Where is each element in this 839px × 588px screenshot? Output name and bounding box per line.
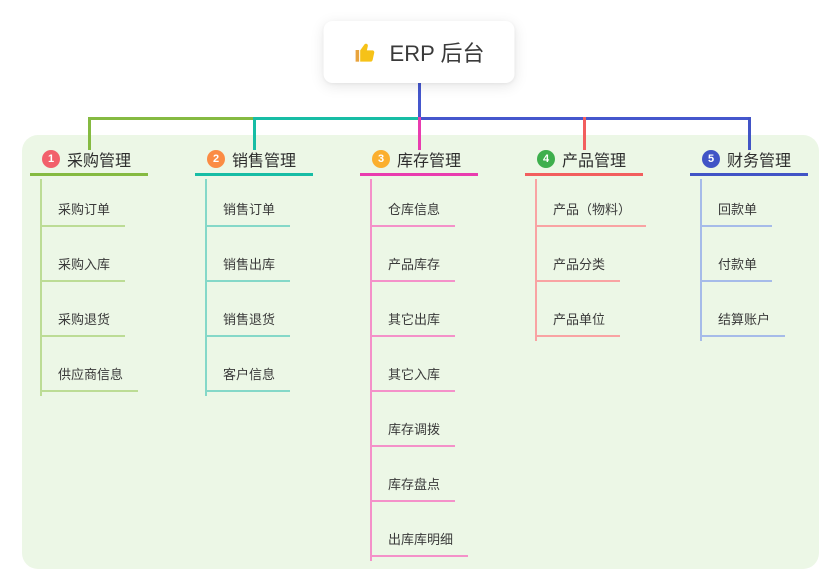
child-node[interactable]: 仓库信息: [370, 195, 456, 227]
branch-node-5[interactable]: 5 财务管理: [690, 145, 808, 176]
root-title: ERP 后台: [389, 41, 485, 66]
branch-number-badge: 5: [702, 150, 720, 168]
branch-label: 采购管理: [67, 153, 132, 170]
branch-spine-line: [535, 179, 537, 341]
branch-spine-line: [700, 179, 702, 341]
branch-spine-line: [370, 179, 372, 561]
branch-label: 产品管理: [562, 153, 627, 170]
child-node[interactable]: 客户信息: [205, 360, 291, 392]
branch-1: 1 采购管理采购订单采购入库采购退货供应商信息: [30, 145, 160, 396]
child-node[interactable]: 回款单: [700, 195, 773, 227]
thumbs-up-icon: [354, 40, 379, 65]
branch-5: 5 财务管理回款单付款单结算账户: [690, 145, 820, 341]
branch-number-badge: 4: [537, 150, 555, 168]
child-node[interactable]: 库存调拨: [370, 415, 456, 447]
branch-node-2[interactable]: 2 销售管理: [195, 145, 313, 176]
child-node[interactable]: 产品库存: [370, 250, 456, 282]
child-node[interactable]: 结算账户: [700, 305, 786, 337]
connector-segment-mid: [252, 117, 421, 120]
branch-node-1[interactable]: 1 采购管理: [30, 145, 148, 176]
child-node[interactable]: 销售退货: [205, 305, 291, 337]
child-node[interactable]: 产品（物料）: [535, 195, 647, 227]
branch-number-badge: 1: [42, 150, 60, 168]
branch-number-badge: 3: [372, 150, 390, 168]
child-node[interactable]: 销售订单: [205, 195, 291, 227]
connector-drop-1: [87, 117, 91, 150]
child-node[interactable]: 采购订单: [40, 195, 126, 227]
child-node[interactable]: 供应商信息: [40, 360, 139, 392]
connector-drop-4: [582, 117, 586, 150]
branch-label: 财务管理: [727, 153, 792, 170]
child-node[interactable]: 出库库明细: [370, 525, 469, 557]
child-node[interactable]: 产品单位: [535, 305, 621, 337]
child-node[interactable]: 付款单: [700, 250, 773, 282]
branch-node-3[interactable]: 3 库存管理: [360, 145, 478, 176]
root-node[interactable]: ERP 后台: [323, 21, 515, 83]
branch-node-4[interactable]: 4 产品管理: [525, 145, 643, 176]
branch-label: 销售管理: [232, 153, 297, 170]
child-node[interactable]: 采购退货: [40, 305, 126, 337]
child-node[interactable]: 产品分类: [535, 250, 621, 282]
child-node[interactable]: 销售出库: [205, 250, 291, 282]
connector-drop-5: [747, 117, 751, 150]
child-node[interactable]: 库存盘点: [370, 470, 456, 502]
child-node[interactable]: 其它出库: [370, 305, 456, 337]
background-panel: [22, 135, 819, 569]
branch-3: 3 库存管理仓库信息产品库存其它出库其它入库库存调拨库存盘点出库库明细: [360, 145, 490, 561]
branch-number-badge: 2: [207, 150, 225, 168]
branch-spine-line: [40, 179, 42, 396]
connector-drop-3: [417, 117, 421, 150]
child-node[interactable]: 采购入库: [40, 250, 126, 282]
root-stem-line: [417, 83, 421, 120]
branch-label: 库存管理: [397, 153, 462, 170]
connector-drop-2: [252, 117, 256, 150]
branch-4: 4 产品管理产品（物料） 产品分类产品单位: [525, 145, 655, 341]
connector-segment-left: [87, 117, 256, 120]
branch-spine-line: [205, 179, 207, 396]
branch-2: 2 销售管理销售订单销售出库销售退货客户信息: [195, 145, 325, 396]
child-node[interactable]: 其它入库: [370, 360, 456, 392]
